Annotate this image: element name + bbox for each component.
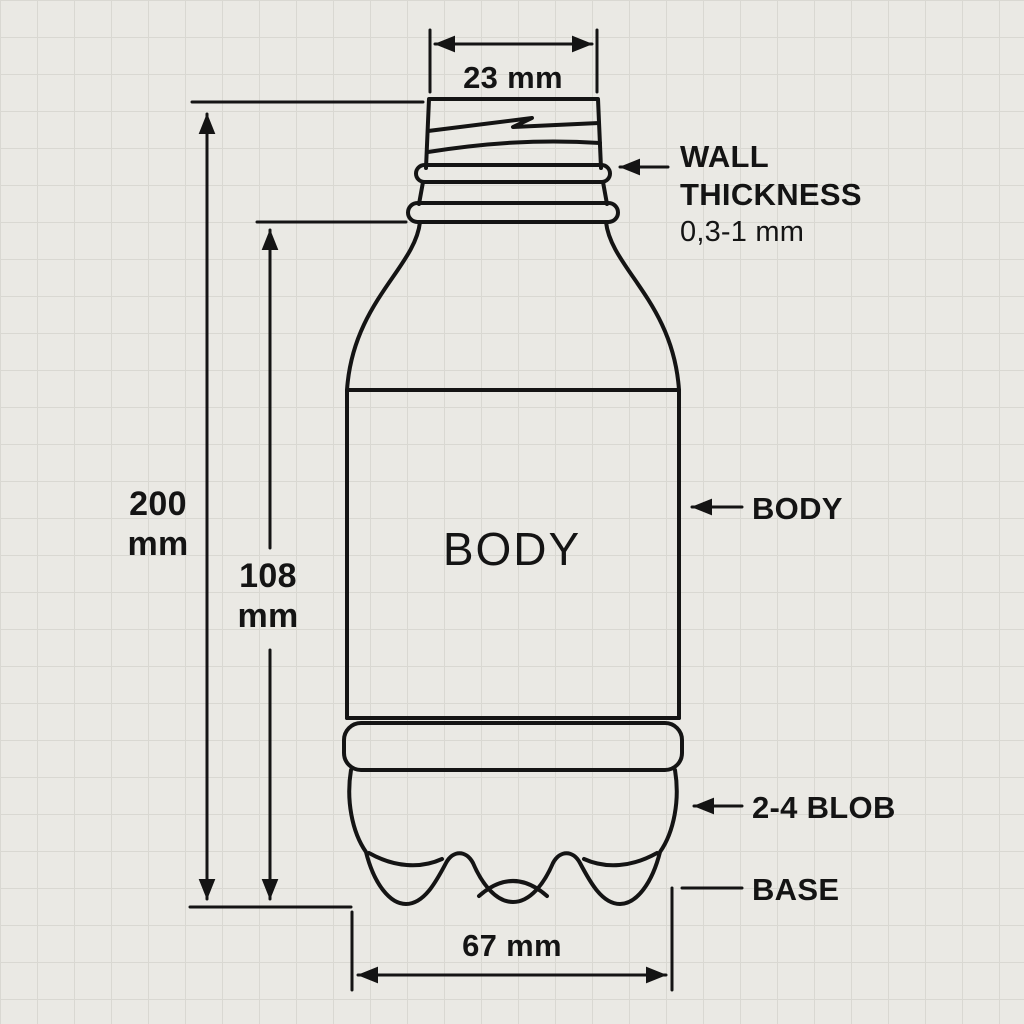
wall-thickness-annotation: WALL THICKNESS 0,3-1 mm — [680, 138, 862, 249]
blob-annotation-label: 2-4 BLOB — [752, 790, 896, 825]
base-width-dimension-label: 67 mm — [462, 928, 562, 963]
wall-thickness-line2: THICKNESS — [680, 177, 862, 212]
base-outline — [347, 768, 679, 906]
neck-between-rings — [417, 180, 609, 206]
total-height-unit: mm — [127, 525, 189, 563]
bottle-thread-lower — [426, 139, 602, 154]
bottle-body-inner-label: BODY — [442, 523, 582, 575]
bottle-neck-outline — [424, 97, 603, 170]
base-band — [342, 721, 684, 772]
body-height-dimension-label: 108 mm — [237, 556, 298, 636]
body-height-unit: mm — [237, 597, 299, 635]
body-annotation-label: BODY — [752, 491, 843, 526]
neck-ring-lower — [406, 201, 620, 224]
bottle-shoulder-body-right — [604, 220, 681, 720]
bottle-thread-upper — [426, 116, 601, 133]
body-height-value: 108 — [239, 557, 297, 595]
wall-thickness-value: 0,3-1 mm — [680, 216, 805, 248]
total-height-dimension-label: 200 mm — [127, 484, 188, 564]
bottle-shoulder-body-left — [345, 220, 422, 720]
base-inner-arc-left — [367, 851, 444, 868]
wall-thickness-line1: WALL — [680, 139, 770, 174]
base-center-dome — [477, 879, 549, 898]
neck-ring-upper — [414, 163, 612, 184]
base-inner-arc-right — [582, 851, 659, 868]
base-annotation-label: BASE — [752, 872, 840, 907]
neck-width-dimension-label: 23 mm — [463, 60, 563, 95]
total-height-value: 200 — [129, 485, 187, 523]
